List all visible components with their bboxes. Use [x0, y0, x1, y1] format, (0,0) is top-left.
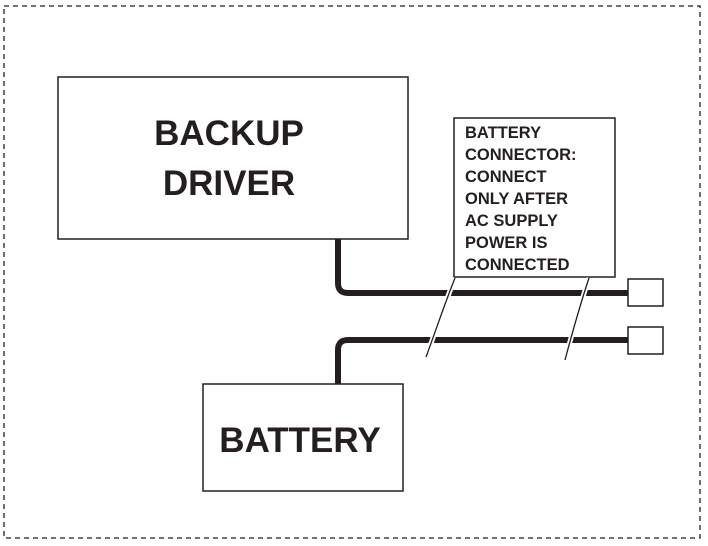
driver-wire: [335, 239, 628, 296]
backup-driver-label-line2: DRIVER: [163, 164, 295, 203]
battery-connector-note: BATTERY CONNECTOR: CONNECT ONLY AFTER AC…: [453, 117, 616, 278]
battery-wire: [335, 337, 628, 384]
note-line-6: POWER IS: [465, 234, 548, 252]
note-line-7: CONNECTED: [465, 256, 570, 274]
note-line-1: BATTERY: [465, 124, 541, 142]
dashed-border: [3, 5, 701, 539]
note-leader-left: [423, 277, 458, 358]
note-line-2: CONNECTOR:: [465, 146, 577, 164]
driver-connector: [627, 278, 664, 307]
note-line-4: ONLY AFTER: [465, 190, 568, 208]
note-line-5: AC SUPPLY: [465, 212, 558, 230]
note-line-3: CONNECT: [465, 168, 547, 186]
backup-driver-label-line1: BACKUP: [154, 114, 304, 153]
battery-box: BATTERY: [202, 383, 404, 492]
battery-label: BATTERY: [219, 421, 380, 460]
backup-driver-box: BACKUP DRIVER: [57, 76, 409, 240]
note-leader-right: [562, 277, 592, 361]
battery-connector: [627, 326, 664, 355]
